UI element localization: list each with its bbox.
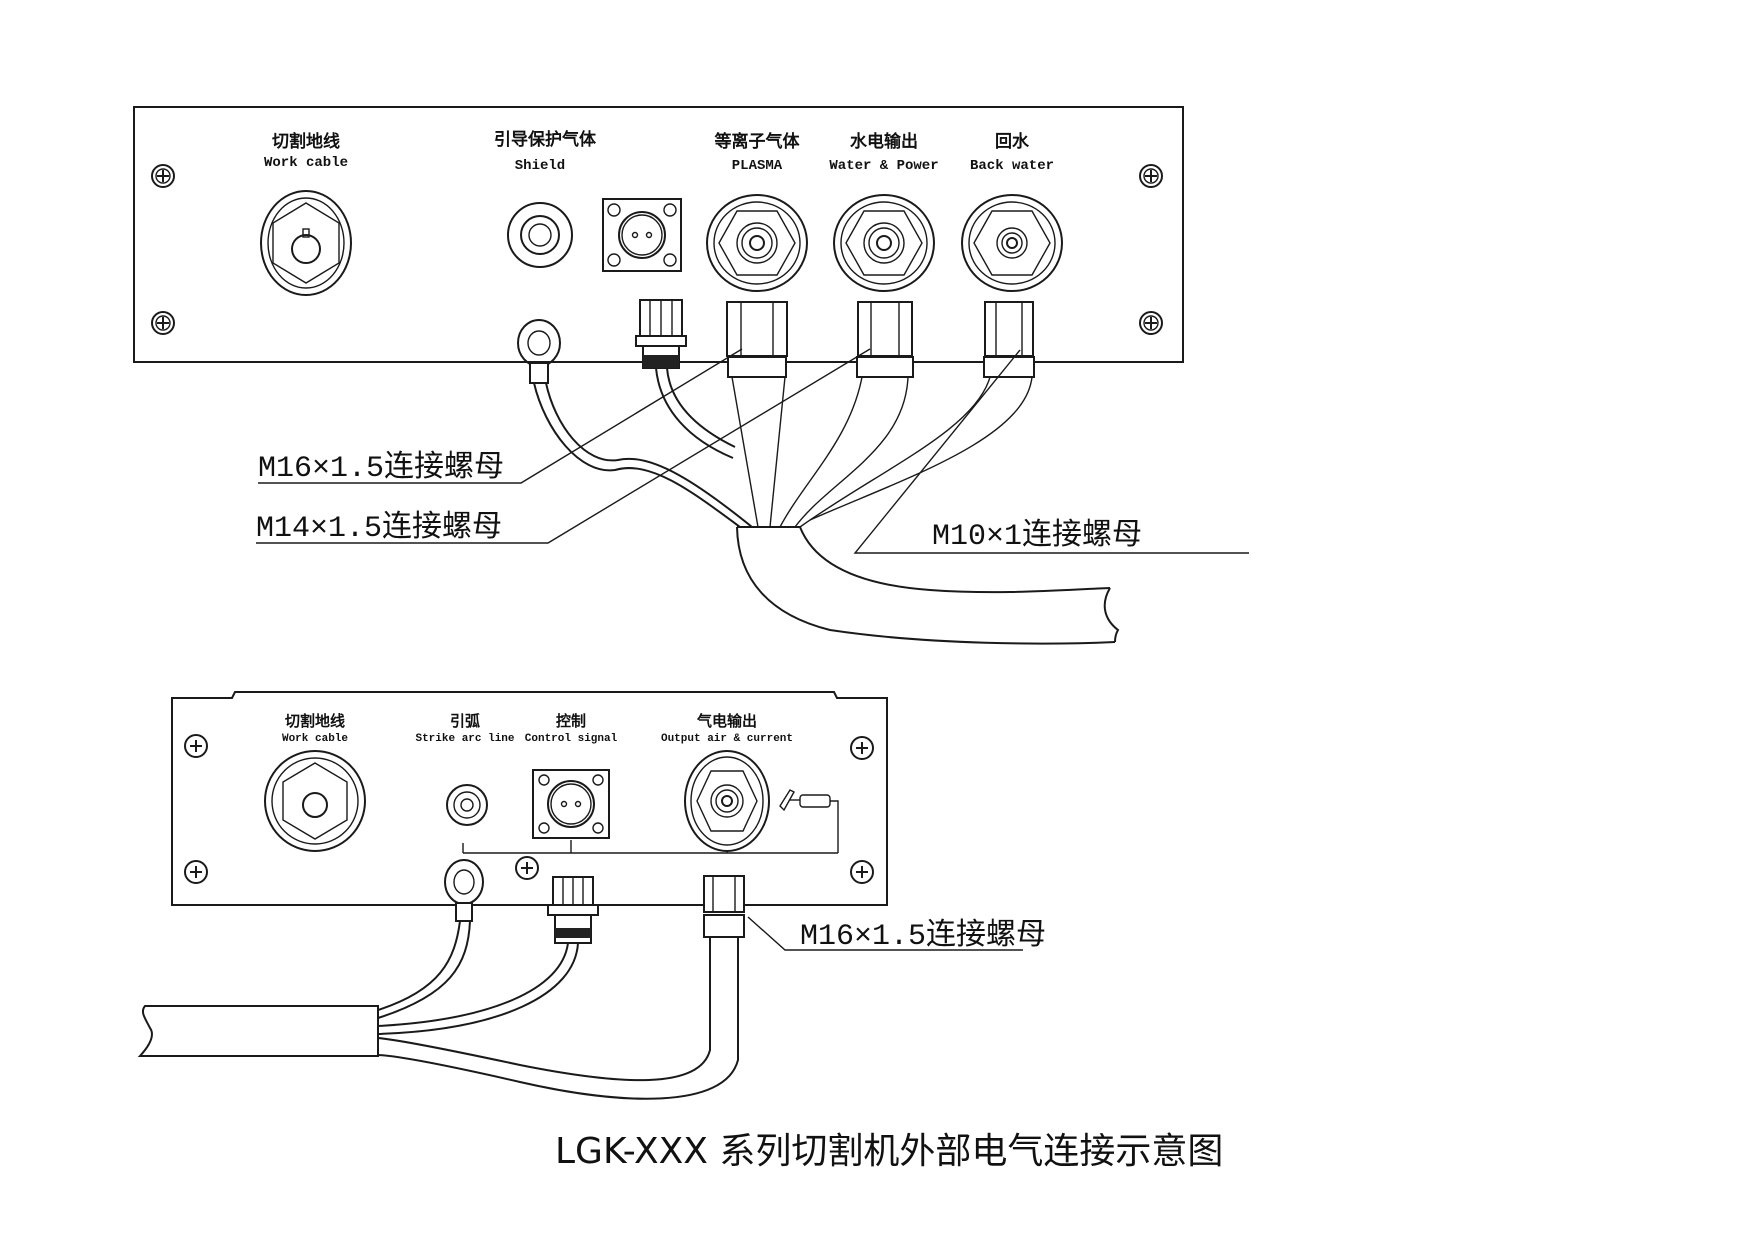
page-title: LGK-XXX 系列切割机外部电气连接示意图 — [555, 1131, 1223, 1172]
control-socket-icon — [602, 198, 682, 272]
water-power-fitting-icon — [833, 194, 935, 292]
ring-terminal-icon — [517, 319, 561, 384]
label-plasma-cn: 等离子气体 — [715, 131, 801, 152]
control-socket-icon — [532, 769, 610, 839]
screw-icon — [850, 736, 874, 760]
bottom-label-strike-arc-cn: 引弧 — [450, 712, 480, 730]
strike-arc-socket-icon — [446, 784, 488, 826]
bottom-label-output-en: Output air & current — [661, 733, 793, 745]
bottom-label-output-cn: 气电输出 — [696, 712, 757, 730]
work-cable-socket-icon — [260, 190, 352, 296]
label-back-water-en: Back water — [970, 158, 1054, 174]
label-shield-cn: 引导保护气体 — [494, 129, 597, 150]
screw-icon — [151, 164, 175, 188]
bottom-panel-frame — [171, 691, 888, 906]
back-water-fitting-icon — [961, 194, 1063, 292]
bottom-label-work-cable-cn: 切割地线 — [285, 712, 345, 730]
bottom-cable-bundle — [137, 920, 739, 1100]
bottom-panel: 切割地线 Work cable 引弧 Strike arc line 控制 Co… — [171, 691, 888, 944]
callout-m16-bottom: M16×1.5连接螺母 — [800, 918, 1046, 954]
label-back-water-cn: 回水 — [995, 131, 1030, 152]
screw-icon — [184, 860, 208, 884]
bottom-callouts: M16×1.5连接螺母 — [747, 916, 1046, 954]
torch-switch-icon — [779, 789, 839, 853]
top-cable-bundle — [533, 367, 1120, 645]
callout-m16: M16×1.5连接螺母 — [258, 450, 504, 486]
bottom-label-control-en: Control signal — [525, 733, 618, 745]
screw-icon — [151, 311, 175, 335]
screw-icon — [1139, 311, 1163, 335]
screw-icon — [184, 734, 208, 758]
bottom-label-control-cn: 控制 — [556, 712, 586, 730]
hex-nut-back-water-icon — [983, 301, 1035, 378]
ring-terminal-icon — [444, 859, 484, 922]
plasma-fitting-icon — [706, 194, 808, 292]
aviation-plug-icon — [635, 299, 687, 369]
label-shield-en: Shield — [515, 158, 565, 174]
screw-icon — [1139, 164, 1163, 188]
hex-nut-plasma-icon — [726, 301, 788, 378]
label-water-power-cn: 水电输出 — [850, 131, 918, 152]
shield-socket-icon — [507, 202, 573, 268]
label-work-cable-en: Work cable — [264, 155, 348, 171]
callout-m10: M10×1连接螺母 — [932, 518, 1142, 554]
hex-nut-water-power-icon — [856, 301, 914, 378]
bottom-label-work-cable-en: Work cable — [282, 733, 348, 745]
bottom-label-strike-arc-en: Strike arc line — [415, 733, 514, 745]
aviation-plug-icon — [547, 876, 599, 944]
hex-nut-output-icon — [703, 875, 745, 938]
top-panel: 切割地线 Work cable 引导保护气体 Shield 等离子气体 PLAS… — [133, 106, 1184, 384]
label-plasma-en: PLASMA — [732, 158, 783, 174]
screw-icon — [850, 860, 874, 884]
label-water-power-en: Water & Power — [829, 158, 938, 174]
bottom-wiring-line — [462, 840, 838, 854]
callout-m14: M14×1.5连接螺母 — [256, 510, 502, 546]
output-fitting-icon — [684, 750, 770, 852]
work-cable-socket-icon — [264, 750, 366, 852]
screw-icon — [515, 856, 539, 880]
label-work-cable-cn: 切割地线 — [272, 131, 340, 152]
top-callouts: M16×1.5连接螺母 M14×1.5连接螺母 M10×1连接螺母 — [256, 348, 1249, 554]
